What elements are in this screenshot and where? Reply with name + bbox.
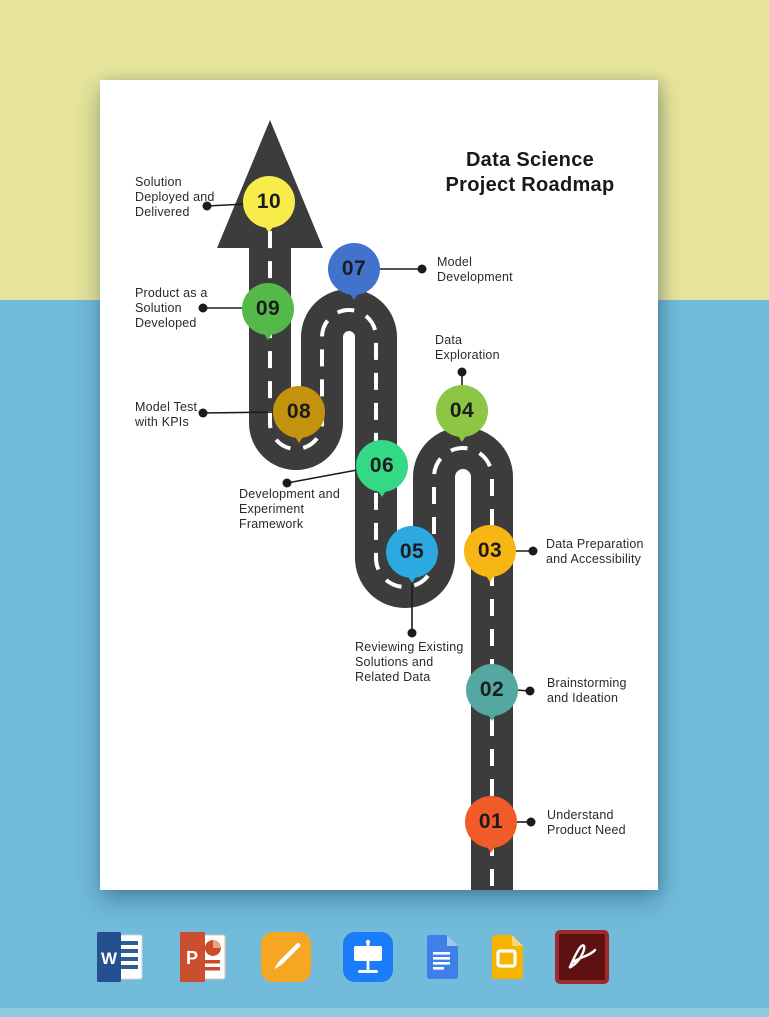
milestone-label-01: Understand Product Need <box>547 808 626 837</box>
milestone-number: 07 <box>341 257 367 280</box>
pin-tail <box>347 289 361 300</box>
keynote-icon[interactable] <box>340 929 396 985</box>
milestone-label-03: Data Preparation and Accessibility <box>546 537 644 566</box>
pin-tail <box>375 486 389 497</box>
milestone-pin-03: 03 <box>464 525 516 582</box>
milestone-pin-04: 04 <box>436 385 488 442</box>
road-center-dashes <box>268 230 494 886</box>
pin-tail <box>485 710 499 721</box>
acrobat-icon[interactable] <box>554 929 610 985</box>
milestone-number: 03 <box>477 539 503 562</box>
milestone-pin-07: 07 <box>328 243 380 300</box>
google-slides-icon[interactable] <box>478 929 534 985</box>
svg-text:W: W <box>101 949 118 968</box>
pin-tail <box>483 571 497 582</box>
milestone-number: 06 <box>369 454 395 477</box>
pin-tail <box>455 431 469 442</box>
milestone-pin-02: 02 <box>466 664 518 721</box>
background-bottom-strip <box>0 1008 769 1017</box>
milestone-pin-09: 09 <box>242 283 294 340</box>
word-icon[interactable]: W <box>92 929 148 985</box>
milestone-pin-10: 10 <box>243 176 295 233</box>
milestone-number: 04 <box>449 399 475 422</box>
milestone-label-10: Solution Deployed and Delivered <box>135 175 215 219</box>
milestone-number: 08 <box>286 400 312 423</box>
milestone-number: 10 <box>256 190 282 213</box>
milestone-pin-01: 01 <box>465 796 517 853</box>
pin-tail <box>405 572 419 583</box>
connector-dots <box>198 201 538 827</box>
page-title: Data Science Project Roadmap <box>445 149 615 196</box>
milestone-label-08: Model Test with KPIs <box>135 400 198 429</box>
milestone-pin-06: 06 <box>356 440 408 497</box>
pages-icon[interactable] <box>258 929 314 985</box>
milestone-label-05: Reviewing Existing Solutions and Related… <box>355 640 464 684</box>
milestone-label-06: Development and Experiment Framework <box>239 487 340 531</box>
milestone-label-04: Data Exploration <box>435 333 500 362</box>
powerpoint-icon[interactable]: P <box>175 929 231 985</box>
milestone-pin-08: 08 <box>273 386 325 443</box>
pin-tail <box>292 432 306 443</box>
milestone-label-02: Brainstorming and Ideation <box>547 676 627 705</box>
template-page: Data Science Project Roadmap Solution De… <box>100 80 658 890</box>
google-docs-icon[interactable] <box>413 929 469 985</box>
pin-tail <box>484 842 498 853</box>
svg-text:P: P <box>186 948 198 968</box>
milestone-label-09: Product as a Solution Developed <box>135 286 208 330</box>
milestone-number: 01 <box>478 810 504 833</box>
pin-tail <box>262 222 276 233</box>
milestone-label-07: Model Development <box>437 255 513 284</box>
milestone-pin-05: 05 <box>386 526 438 583</box>
milestone-number: 02 <box>479 678 505 701</box>
pin-tail <box>261 329 275 340</box>
milestone-number: 09 <box>255 297 281 320</box>
milestone-number: 05 <box>399 540 425 563</box>
